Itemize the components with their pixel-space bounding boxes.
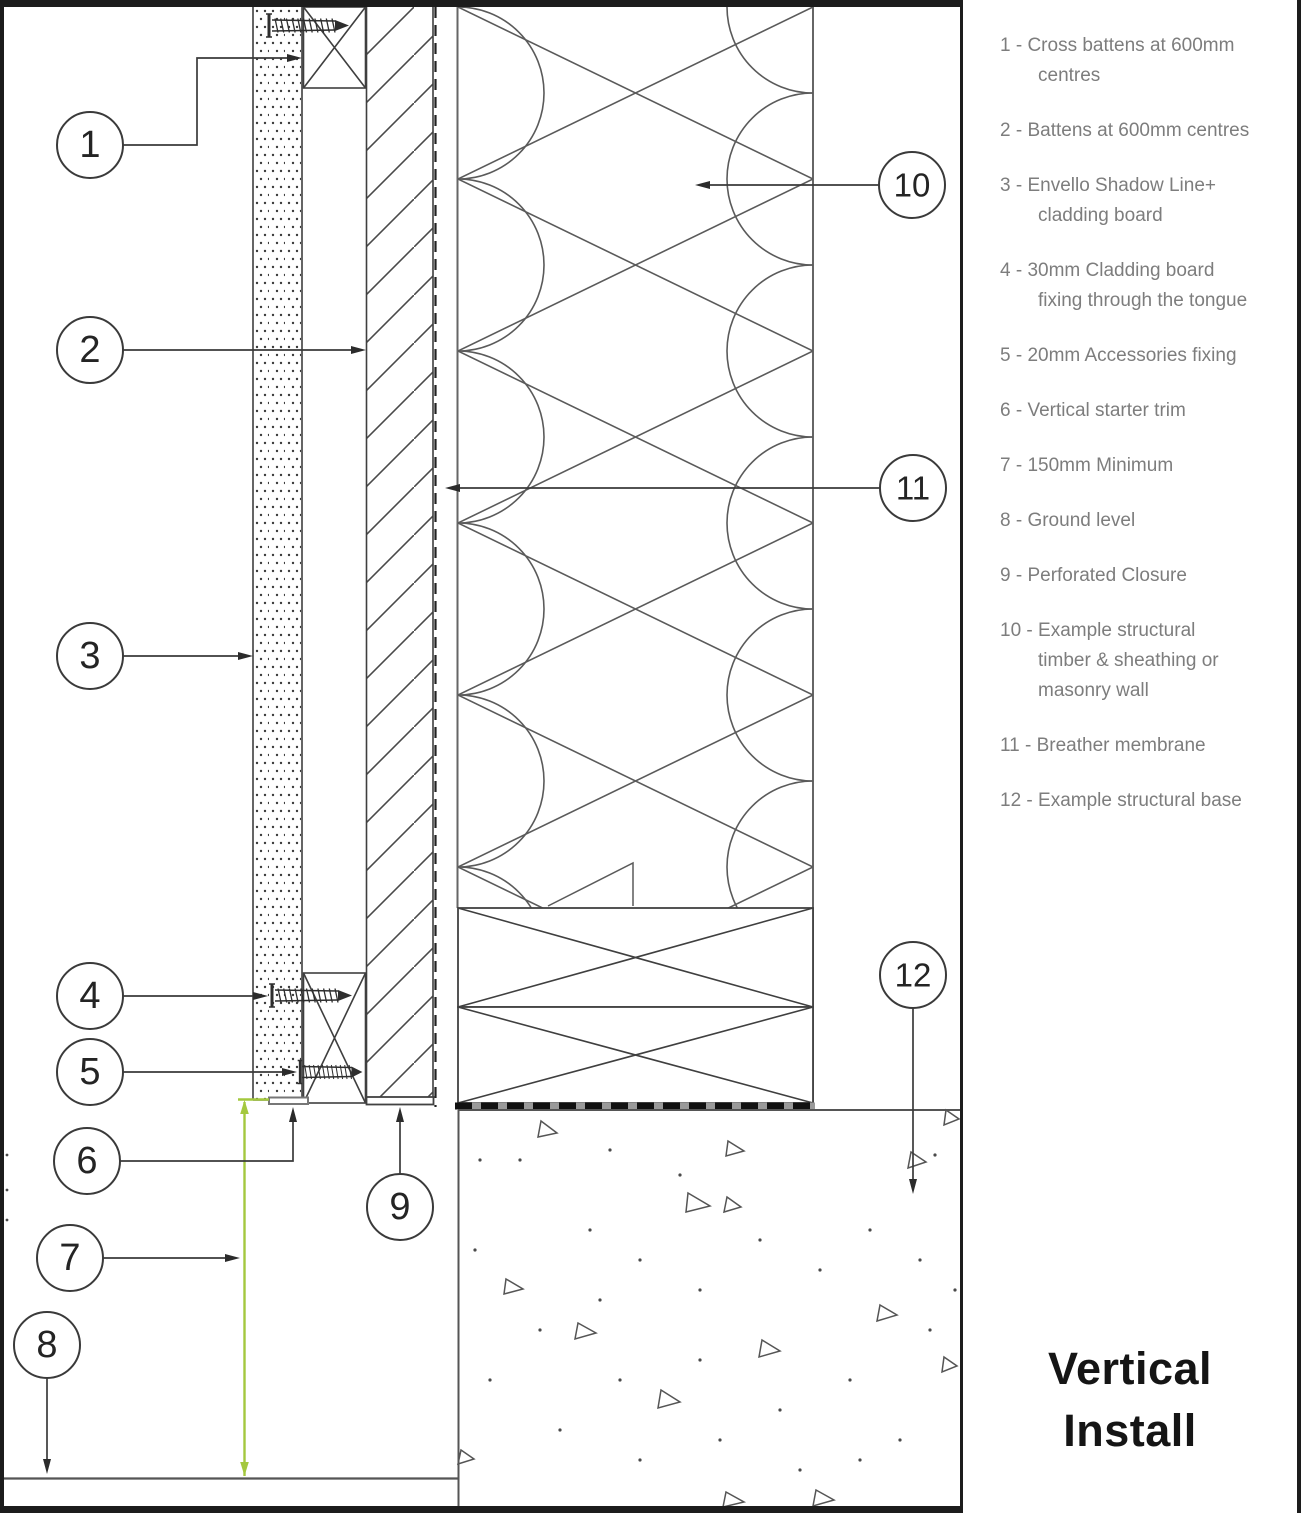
legend-item-7: 7 - 150mm Minimum <box>1000 451 1278 481</box>
legend-item-12-line1: 12 - Example structural base <box>1000 790 1242 811</box>
callout-circle <box>56 316 124 384</box>
callout-11: 11 <box>445 454 947 522</box>
legend-item-3-line1: 3 - Envello Shadow Line+ <box>1000 175 1217 196</box>
legend-item-2-line1: 2 - Battens at 600mm centres <box>1000 120 1250 141</box>
legend-item-10-line2: timber & sheathing or <box>1038 650 1219 671</box>
legend-panel: 1 - Cross battens at 600mm centres 2 - Bat… <box>963 0 1297 1513</box>
callout-circle <box>56 111 124 179</box>
callout-circle <box>366 1173 434 1241</box>
callout-label: 8 <box>36 1324 57 1366</box>
callout-label: 7 <box>59 1237 80 1279</box>
legend-item-7-line1: 7 - 150mm Minimum <box>1000 455 1174 476</box>
callout-circle <box>13 1311 81 1379</box>
screw-icon <box>296 1059 364 1085</box>
legend-item-4-line2: fixing through the tongue <box>1038 290 1248 311</box>
callout-2: 2 <box>56 316 366 384</box>
legend-item-8: 8 - Ground level <box>1000 506 1278 536</box>
callout-circle <box>879 941 947 1009</box>
callout-7: 7 <box>36 1224 240 1292</box>
legend-item-2: 2 - Battens at 600mm centres <box>1000 116 1278 146</box>
callout-3: 3 <box>56 622 253 690</box>
legend-item-10: 10 - Example structural timber & sheathin… <box>1000 616 1278 706</box>
insulation-bay <box>458 7 813 908</box>
callout-label: 6 <box>76 1140 97 1182</box>
legend-item-3-line2: cladding board <box>1038 205 1163 226</box>
legend-item-5-line1: 5 - 20mm Accessories fixing <box>1000 345 1237 366</box>
concrete-aggregate-triangles <box>456 1108 961 1509</box>
callout-label: 3 <box>79 635 100 677</box>
drawing-title-line1: Vertical <box>1047 1343 1213 1394</box>
callout-label: 12 <box>895 957 932 994</box>
callout-label: 10 <box>894 167 931 204</box>
legend-item-1: 1 - Cross battens at 600mm centres <box>1000 31 1278 91</box>
drawing-title: Vertical Install <box>963 1338 1297 1462</box>
callout-label: 4 <box>79 975 100 1017</box>
callout-label: 1 <box>79 124 100 166</box>
concrete-aggregate-dots <box>5 1148 957 1472</box>
callout-5: 5 <box>56 1038 297 1106</box>
callout-9: 9 <box>366 1107 434 1241</box>
callout-label: 5 <box>79 1051 100 1093</box>
perforated-closure <box>365 1096 435 1106</box>
legend-item-6: 6 - Vertical starter trim <box>1000 396 1278 426</box>
legend-item-5: 5 - 20mm Accessories fixing <box>1000 341 1278 371</box>
callout-1: 1 <box>56 54 302 179</box>
callout-label: 2 <box>79 329 100 371</box>
callout-8: 8 <box>13 1311 81 1474</box>
callout-circle <box>56 622 124 690</box>
dimension-line-green <box>238 1098 269 1476</box>
legend-item-11-line1: 11 - Breather membrane <box>1000 735 1206 756</box>
legend-item-4: 4 - 30mm Cladding board fixing through th… <box>1000 256 1278 316</box>
callout-circle <box>36 1224 104 1292</box>
cladding-board-layer <box>252 7 303 1101</box>
legend-item-1-line1: 1 - Cross battens at 600mm <box>1000 35 1235 56</box>
callout-10: 10 <box>695 151 946 219</box>
callout-12: 12 <box>879 941 947 1194</box>
legend-item-9-line1: 9 - Perforated Closure <box>1000 565 1187 586</box>
callout-circle <box>56 962 124 1030</box>
callout-label: 11 <box>896 470 930 507</box>
legend-item-10-line3: masonry wall <box>1038 680 1149 701</box>
legend-list: 1 - Cross battens at 600mm centres 2 - Bat… <box>1000 31 1278 841</box>
legend-item-11: 11 - Breather membrane <box>1000 731 1278 761</box>
callout-circle <box>879 454 947 522</box>
legend-divider-line <box>960 0 963 1513</box>
legend-item-4-line1: 4 - 30mm Cladding board <box>1000 260 1215 281</box>
sole-plate-blocks <box>457 907 814 1104</box>
callout-label: 9 <box>389 1186 410 1228</box>
legend-item-6-line1: 6 - Vertical starter trim <box>1000 400 1186 421</box>
callout-circle <box>56 1038 124 1106</box>
legend-item-3: 3 - Envello Shadow Line+ cladding board <box>1000 171 1278 231</box>
top-cross-batten <box>302 6 367 89</box>
legend-item-10-line1: 10 - Example structural <box>1000 620 1196 641</box>
callout-circle <box>878 151 946 219</box>
legend-item-9: 9 - Perforated Closure <box>1000 561 1278 591</box>
callout-circle <box>53 1127 121 1195</box>
legend-item-12: 12 - Example structural base <box>1000 786 1278 816</box>
legend-item-1-line2: centres <box>1038 65 1101 86</box>
starter-trim <box>268 1096 309 1105</box>
batten-layer <box>365 7 434 1103</box>
concrete-base <box>5 1108 961 1509</box>
callout-6: 6 <box>53 1107 297 1195</box>
callout-4: 4 <box>56 962 268 1030</box>
drawing-title-line2: Install <box>1063 1405 1197 1456</box>
legend-item-8-line1: 8 - Ground level <box>1000 510 1136 531</box>
